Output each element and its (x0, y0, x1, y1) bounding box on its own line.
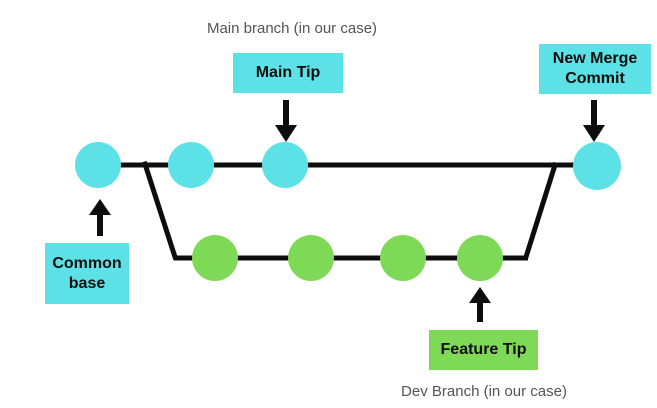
arrow-head-up-icon (469, 287, 491, 303)
dev-commit-node-3 (380, 235, 426, 281)
common-base-label: Common base (45, 243, 129, 304)
feature-tip-arrow (469, 287, 491, 322)
dev-commit-node-1 (192, 235, 238, 281)
dev-branch-caption: Dev Branch (in our case) (401, 383, 567, 400)
merge-commit-node (573, 142, 621, 190)
merge-line (522, 161, 559, 261)
dev-commit-node-4 (457, 235, 503, 281)
feature-tip-label: Feature Tip (429, 330, 538, 370)
arrow-head-down-icon (583, 125, 605, 142)
new-merge-arrow (583, 100, 605, 142)
branch-out-line (141, 160, 179, 261)
arrow-head-up-icon (89, 199, 111, 215)
main-commit-node-2 (168, 142, 214, 188)
main-commit-node-3 (262, 142, 308, 188)
main-commit-node-1 (75, 142, 121, 188)
common-base-arrow (89, 199, 111, 236)
dev-commit-node-2 (288, 235, 334, 281)
new-merge-commit-label: New Merge Commit (539, 44, 651, 94)
main-tip-label: Main Tip (233, 53, 343, 93)
arrow-head-down-icon (275, 125, 297, 142)
main-tip-arrow (275, 100, 297, 142)
main-branch-caption: Main branch (in our case) (206, 20, 378, 37)
